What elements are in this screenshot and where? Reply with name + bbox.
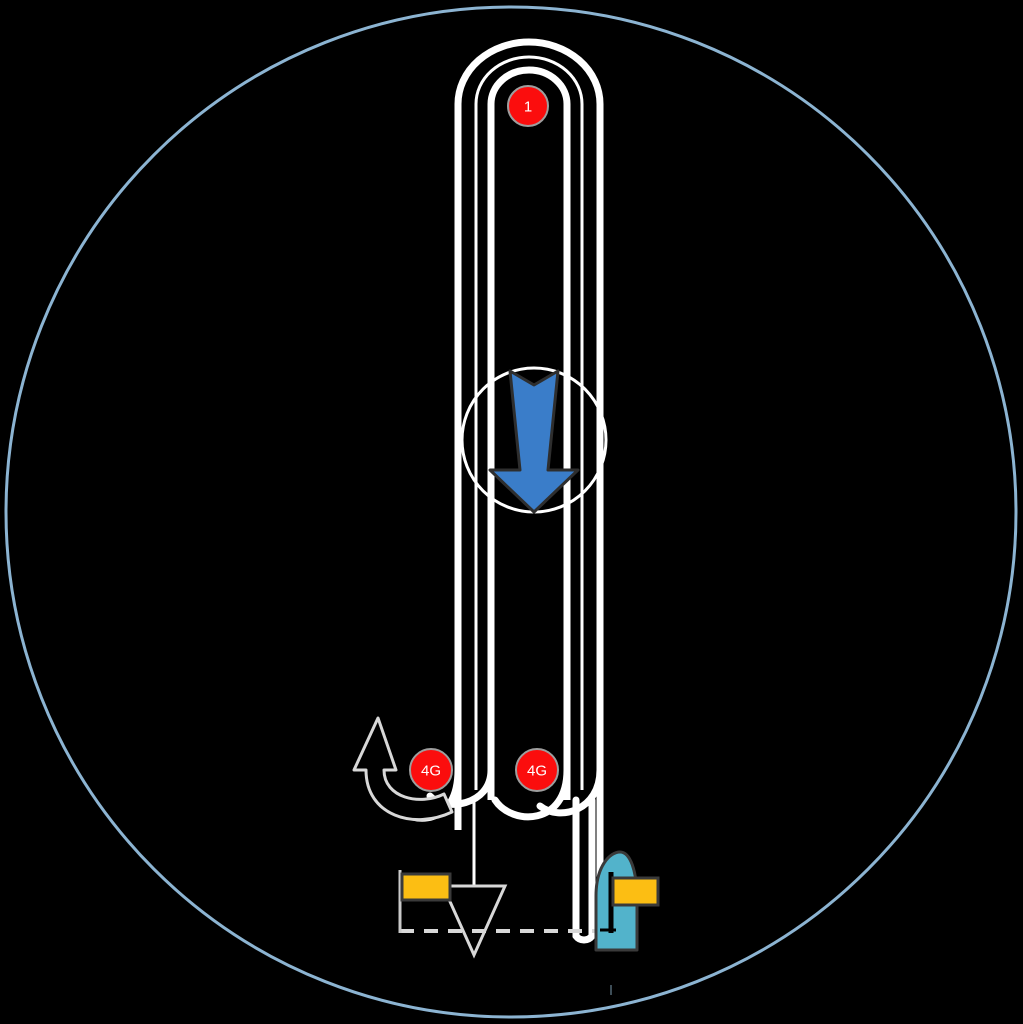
marshal-flag-left[interactable] (398, 870, 452, 933)
turn-marker-label: 4G (421, 763, 441, 780)
white-down-arrow-icon (440, 884, 508, 959)
track-pit-straight (572, 796, 596, 944)
turn-marker-1[interactable]: 1 (507, 85, 549, 127)
u-turn-arrow-icon (352, 716, 454, 821)
marshal-flag-right[interactable] (608, 872, 660, 933)
flag-cloth-left (400, 872, 452, 902)
track-outer-edge (454, 38, 604, 890)
turn-marker-circle (507, 85, 549, 127)
turn-marker-circle (515, 748, 559, 792)
turn-markers[interactable]: 1 4G 4G (409, 85, 559, 792)
turn-marker-4g-right[interactable]: 4G (515, 748, 559, 792)
turn-marker-label: 1 (524, 99, 532, 116)
venue-boundary-circle (4, 5, 1018, 1019)
u-turn-arrow[interactable] (352, 716, 454, 821)
blue-down-arrow-icon (488, 369, 580, 514)
blue-direction-arrow[interactable] (460, 366, 608, 514)
track-inner-edge (487, 66, 571, 800)
flag-cloth-right (611, 876, 660, 907)
turn-marker-4g-left[interactable]: 4G (409, 748, 453, 792)
turn-marker-label: 4G (527, 763, 547, 780)
white-direction-arrow[interactable] (440, 884, 508, 959)
circuit-track[interactable] (388, 38, 604, 944)
track-centerline-top (474, 55, 584, 790)
turn-marker-circle (409, 748, 453, 792)
